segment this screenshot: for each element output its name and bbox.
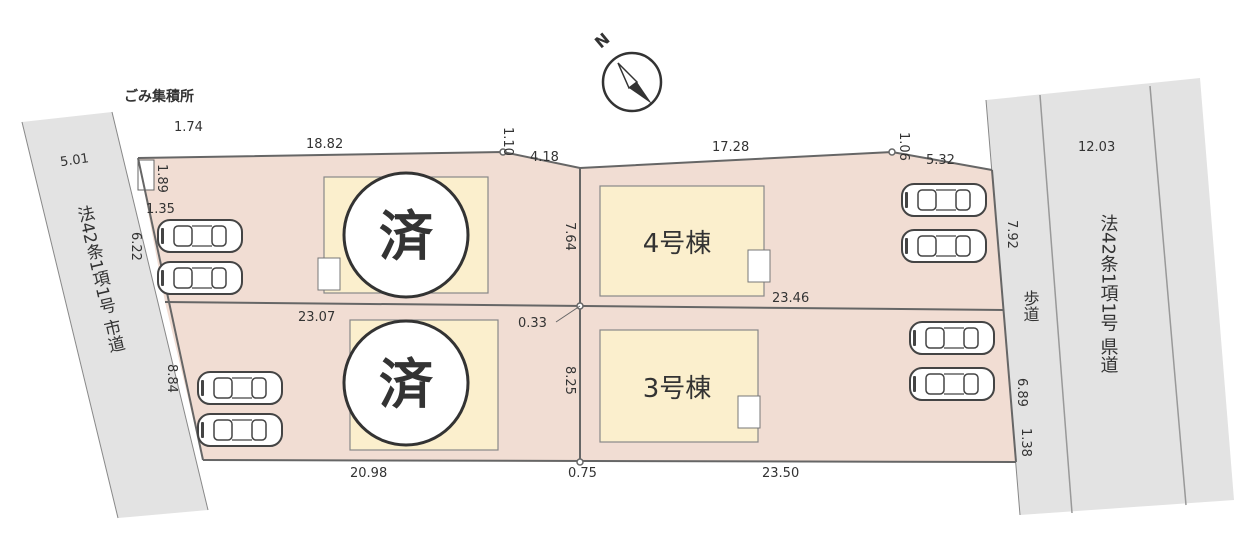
dim-7-64: 7.64 bbox=[562, 222, 577, 251]
sold-seal-top: 済 bbox=[342, 171, 470, 299]
car-icon bbox=[909, 321, 995, 355]
left-road bbox=[22, 112, 208, 518]
dim-0-75: 0.75 bbox=[568, 466, 597, 481]
house-3-entry bbox=[737, 395, 761, 429]
house-4-label: 4号棟 bbox=[643, 229, 712, 259]
dim-5-32: 5.32 bbox=[926, 153, 955, 168]
dim-1-38: 1.38 bbox=[1018, 428, 1033, 457]
dim-18-82: 18.82 bbox=[306, 137, 343, 152]
car-icon bbox=[197, 371, 283, 405]
dim-1-06: 1.06 bbox=[896, 132, 911, 161]
dim-20-98: 20.98 bbox=[350, 466, 387, 481]
right-road-label: 法42条1項1号 県道 bbox=[1098, 214, 1119, 374]
house-4 bbox=[599, 185, 765, 297]
compass-icon: N bbox=[591, 29, 663, 113]
dim-0-33: 0.33 bbox=[518, 316, 547, 331]
sidewalk-label: 歩道 bbox=[1021, 290, 1040, 322]
house-3 bbox=[599, 329, 759, 443]
car-icon bbox=[901, 183, 987, 217]
house-3-label: 3号棟 bbox=[643, 374, 712, 404]
boundary-lines bbox=[137, 150, 1017, 463]
dim-12-03: 12.03 bbox=[1078, 140, 1115, 155]
car-icon bbox=[157, 261, 243, 295]
garbage-label: ごみ集積所 bbox=[124, 88, 194, 105]
left-road-edge bbox=[111, 111, 209, 511]
dim-8-25: 8.25 bbox=[562, 366, 577, 395]
car-icon bbox=[157, 219, 243, 253]
dim-23-46: 23.46 bbox=[772, 291, 809, 306]
sold-seal-text: 済 bbox=[379, 353, 434, 416]
dim-23-07: 23.07 bbox=[298, 310, 335, 325]
car-icon bbox=[909, 367, 995, 401]
house-sold-top-entry bbox=[317, 257, 341, 291]
garbage-station bbox=[137, 159, 155, 191]
dim-1-89: 1.89 bbox=[154, 164, 169, 193]
car-icon bbox=[901, 229, 987, 263]
dim-7-92: 7.92 bbox=[1004, 220, 1019, 249]
dim-5-01: 5.01 bbox=[59, 151, 90, 170]
sold-seal-text: 済 bbox=[379, 205, 434, 268]
sidewalk-line bbox=[1039, 94, 1073, 514]
car-icon bbox=[197, 413, 283, 447]
compass-north-label: N bbox=[591, 29, 613, 52]
dim-6-89: 6.89 bbox=[1014, 378, 1029, 407]
right-road bbox=[986, 78, 1234, 515]
dim-17-28: 17.28 bbox=[712, 140, 749, 155]
sold-seal-bottom: 済 bbox=[342, 319, 470, 447]
house-4-entry bbox=[747, 249, 771, 283]
left-road-edge bbox=[21, 121, 119, 519]
leader-line bbox=[555, 305, 581, 323]
road-line bbox=[1149, 85, 1187, 506]
dim-8-84: 8.84 bbox=[164, 364, 179, 393]
dim-6-22: 6.22 bbox=[128, 232, 143, 261]
dim-1-10: 1.10 bbox=[500, 127, 515, 156]
dim-23-50: 23.50 bbox=[762, 466, 799, 481]
dim-1-74: 1.74 bbox=[174, 120, 203, 135]
dim-4-18: 4.18 bbox=[530, 150, 559, 165]
dim-1-35: 1.35 bbox=[146, 202, 175, 217]
